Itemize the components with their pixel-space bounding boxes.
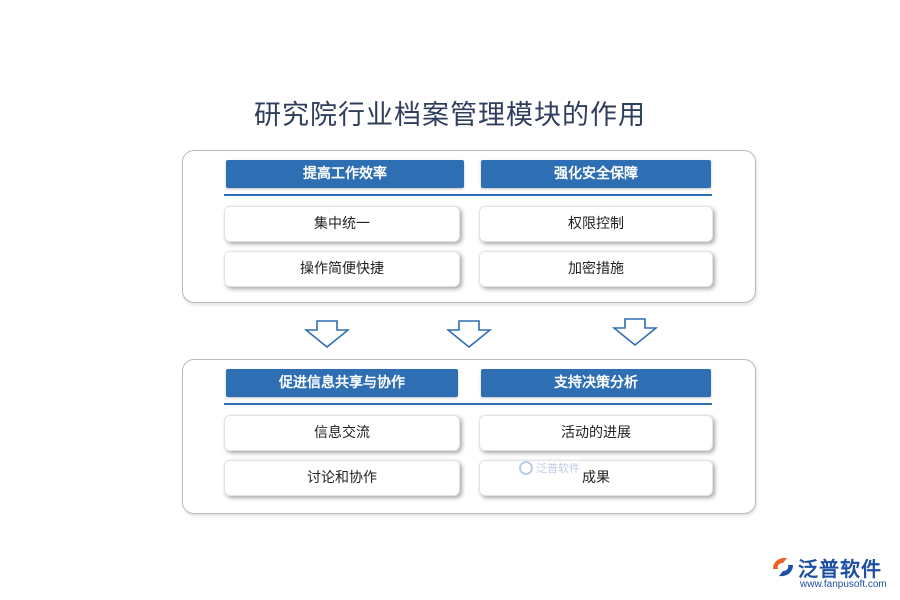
item-results: 成果 (479, 460, 713, 496)
header-security: 强化安全保障 (481, 160, 711, 188)
item-activity-progress: 活动的进展 (479, 415, 713, 451)
header-efficiency: 提高工作效率 (226, 160, 464, 188)
item-easy-operation: 操作简便快捷 (224, 251, 460, 287)
header-info-sharing: 促进信息共享与协作 (226, 369, 458, 397)
item-encryption: 加密措施 (479, 251, 713, 287)
watermark: 泛普软件 (518, 459, 588, 479)
divider-top (224, 194, 712, 196)
divider-bottom (224, 403, 712, 405)
header-decision-support: 支持决策分析 (481, 369, 711, 397)
diagram-title: 研究院行业档案管理模块的作用 (254, 100, 646, 131)
down-arrow-icon (612, 318, 658, 346)
brand-name: 泛普软件 (798, 557, 882, 581)
watermark-text: 泛普软件 (536, 462, 580, 475)
item-info-exchange: 信息交流 (224, 415, 460, 451)
down-arrow-icon (304, 320, 350, 348)
item-discussion-collab: 讨论和协作 (224, 460, 460, 496)
brand-url: www.fanpusoft.com (800, 579, 887, 590)
brand-logo: 泛普软件 www.fanpusoft.com (770, 553, 892, 593)
brand-mark-icon (773, 557, 793, 577)
item-centralized: 集中统一 (224, 206, 460, 242)
watermark-logo-icon (519, 461, 533, 475)
down-arrow-icon (446, 320, 492, 348)
item-permission-control: 权限控制 (479, 206, 713, 242)
